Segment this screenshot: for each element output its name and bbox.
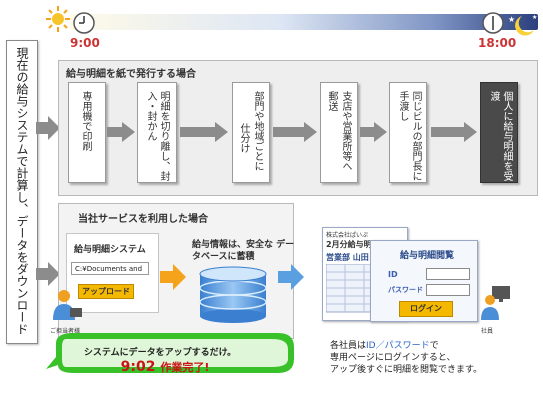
step-mail: 支店や営業所等へ 郵送 <box>320 82 358 183</box>
step-arrow-icon <box>431 122 477 142</box>
step-arrow-icon <box>107 122 135 142</box>
database-icon <box>199 266 267 323</box>
admin-label: ご担当者様 <box>50 328 81 335</box>
file-path-input[interactable]: C:¥Documents and <box>71 262 149 275</box>
timeline-bar <box>70 14 538 30</box>
clock-icon-start <box>73 12 95 34</box>
moon-icon: ★ ★ <box>508 14 537 36</box>
step-arrow-icon <box>360 122 387 142</box>
id-label: ID <box>388 270 398 279</box>
note-line-1: システムにデータをアップするだけ。 <box>83 348 237 358</box>
sun-icon <box>46 6 70 32</box>
viewer-title: 給与明細閲覧 <box>400 251 455 261</box>
left-label-box: 現在の給与システムで計算し、データをダウンロード <box>6 40 38 344</box>
login-button[interactable]: ログイン <box>399 301 453 317</box>
database-caption: 給与情報は、安全な データベースに蓄積 <box>192 240 295 262</box>
left-label: 現在の給与システムで計算し、データをダウンロード <box>15 47 29 335</box>
blue-arrow-icon <box>278 264 304 290</box>
step-handover: 同じビルの部門長に手渡し <box>389 82 427 183</box>
orange-arrow-icon <box>160 264 186 290</box>
clock-icon-end <box>482 12 504 34</box>
employee-label: 社員 <box>481 328 494 335</box>
step-sort: 部門や地域ごとに 仕分け <box>232 82 270 183</box>
end-time: 18:00 <box>478 36 517 50</box>
panel-title: 給与明細システム <box>74 245 146 255</box>
employee-person-icon <box>481 286 510 320</box>
dept-name: 営業部 山田 太 <box>326 253 380 262</box>
paper-section-title: 給与明細を紙で発行する場合 <box>66 69 196 80</box>
big-arrow-icon <box>36 116 60 140</box>
step-arrow-icon <box>180 122 228 142</box>
step-deliver: 個人に給与明細を受渡 <box>480 82 518 183</box>
id-password-highlight: ID／パスワード <box>366 341 430 351</box>
admin-person-icon <box>53 290 82 320</box>
upload-button[interactable]: アップロード <box>78 284 134 299</box>
note-done: 作業完了! <box>160 361 210 374</box>
password-input[interactable] <box>426 284 470 296</box>
employee-description: 各社員はID／パスワードで 専用ページにログインすると、 アップ後すぐに明細を閲… <box>330 341 483 375</box>
step-print: 専用機で印刷 <box>68 82 106 183</box>
svg-text:★: ★ <box>532 14 537 21</box>
doc-title: 2月分給与明細 <box>326 240 380 249</box>
note-line-2: 9:02 作業完了! <box>60 359 270 375</box>
completion-note-bubble <box>46 333 294 373</box>
note-time: 9:02 <box>120 359 156 375</box>
step-arrow-icon <box>273 122 317 142</box>
start-time: 9:00 <box>70 36 100 50</box>
service-section-title: 当社サービスを利用した場合 <box>78 214 208 225</box>
company-name: 株式会社ぱいぷ <box>326 232 369 239</box>
svg-text:★: ★ <box>508 15 515 24</box>
big-arrow-icon <box>36 262 60 286</box>
password-label: パスワード <box>388 286 423 294</box>
id-input[interactable] <box>426 268 470 280</box>
step-seal: 明細を切り離し、封入・封かん <box>137 82 177 183</box>
